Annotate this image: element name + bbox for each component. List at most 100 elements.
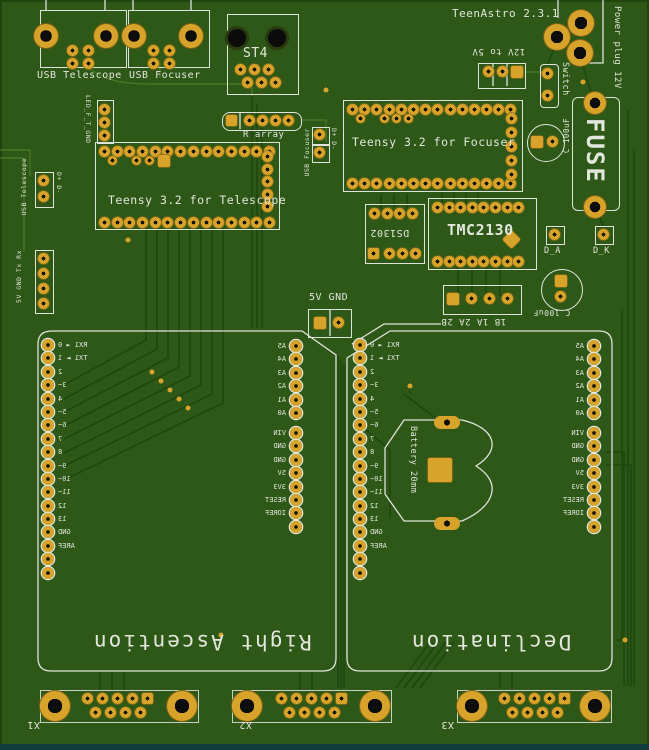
connector-x3-label: X3 xyxy=(441,719,455,730)
pad xyxy=(432,202,443,213)
pin-label: 2 xyxy=(370,367,375,376)
pin-label: 4 xyxy=(370,394,375,403)
pin-row: 13 xyxy=(42,513,88,526)
pin-label: 11~ xyxy=(58,488,71,497)
pin-row: GND xyxy=(248,453,302,466)
pin-label: VIN xyxy=(571,429,584,437)
pin-row: IOREF xyxy=(248,507,302,520)
pin-label: GND xyxy=(273,455,286,464)
usb-focuser-label: USB Focuser xyxy=(129,70,201,81)
pad xyxy=(99,130,110,141)
pin-pad xyxy=(290,353,302,366)
ds1302-footprint xyxy=(365,204,425,264)
pin-pad xyxy=(290,406,302,419)
usb-telescope-label: USB Telescope xyxy=(37,70,122,81)
pin-label: 8 xyxy=(370,448,375,457)
serial-header xyxy=(35,250,54,314)
pad xyxy=(359,104,371,115)
pin-label: IOREF xyxy=(264,509,286,518)
pad xyxy=(443,256,455,267)
pin-pad xyxy=(588,440,600,453)
pin-pad xyxy=(42,339,54,351)
pad xyxy=(506,155,517,166)
pad xyxy=(111,217,123,228)
battery-center-pad xyxy=(428,458,452,482)
pin-label: 10~ xyxy=(370,474,383,483)
pad xyxy=(175,146,187,157)
connector-x2-label: X2 xyxy=(239,719,253,730)
pin-pad xyxy=(354,392,366,405)
pin-label: A5 xyxy=(575,342,584,350)
pad xyxy=(395,178,407,189)
pad xyxy=(291,693,302,704)
teensy-focuser-footprint xyxy=(343,100,523,192)
pad xyxy=(38,175,49,186)
ds1302-label: DS1302 xyxy=(370,227,410,238)
fuse-label: FUSE xyxy=(581,118,609,184)
pin-pad xyxy=(354,419,366,432)
pad xyxy=(395,104,407,115)
capacitor-top-label: C 100uF xyxy=(562,118,571,154)
pad xyxy=(263,64,274,75)
pad xyxy=(420,178,432,189)
led-header xyxy=(97,100,114,144)
pin-row: VIN xyxy=(546,427,600,439)
pad xyxy=(552,707,563,718)
pad xyxy=(314,147,325,158)
pin-row: 4 xyxy=(42,392,88,405)
pad xyxy=(493,104,505,115)
connector-x1-label: X1 xyxy=(27,719,41,730)
pad xyxy=(67,58,78,69)
pin-row: 11~ xyxy=(42,486,88,499)
pad xyxy=(276,693,287,704)
pin-pad xyxy=(588,427,600,439)
teensy-telescope-top-row xyxy=(99,146,275,157)
teensy-telescope-side-pads xyxy=(262,151,273,212)
pad xyxy=(369,208,380,219)
pad xyxy=(329,707,340,718)
pin-label: A3 xyxy=(277,368,286,377)
pad xyxy=(38,268,49,279)
pad xyxy=(466,202,478,213)
pad xyxy=(468,104,480,115)
data-pins-label: D+ D- xyxy=(330,128,338,151)
pin-label: 5V xyxy=(277,469,286,478)
pad xyxy=(306,693,317,704)
pad xyxy=(262,201,273,212)
pad xyxy=(489,202,501,213)
pin-label: 2 xyxy=(58,367,63,376)
pin-pad xyxy=(354,526,366,539)
pin-pad xyxy=(290,507,302,520)
pin-row: A4 xyxy=(248,353,302,366)
pin-row: VIN xyxy=(248,427,302,439)
pin-pad xyxy=(290,440,302,453)
pad xyxy=(263,217,275,228)
teensy-focuser-bottom-row xyxy=(347,178,517,189)
pad xyxy=(38,298,49,309)
pin-pad xyxy=(290,520,302,533)
pad xyxy=(148,58,159,69)
mounting-hole xyxy=(122,24,146,48)
pin-row: 2 xyxy=(354,365,400,378)
pad xyxy=(112,693,123,704)
mounting-hole xyxy=(34,24,58,48)
pin-pad xyxy=(290,380,302,393)
pin-row: IOREF xyxy=(546,507,600,520)
pin-pad xyxy=(42,526,54,539)
pad xyxy=(478,256,490,267)
pin-label: 3~ xyxy=(370,381,379,390)
pad xyxy=(547,136,558,147)
pin-label: 7 xyxy=(370,434,375,443)
pin-row: 10~ xyxy=(354,472,400,485)
pin-pad xyxy=(42,472,54,485)
pad xyxy=(142,693,153,704)
pad xyxy=(444,178,456,189)
pad xyxy=(502,293,513,304)
pin-row xyxy=(354,566,400,579)
pin-pad xyxy=(290,393,302,406)
pad xyxy=(257,115,268,126)
motor-header xyxy=(443,285,522,315)
pad xyxy=(225,146,237,157)
